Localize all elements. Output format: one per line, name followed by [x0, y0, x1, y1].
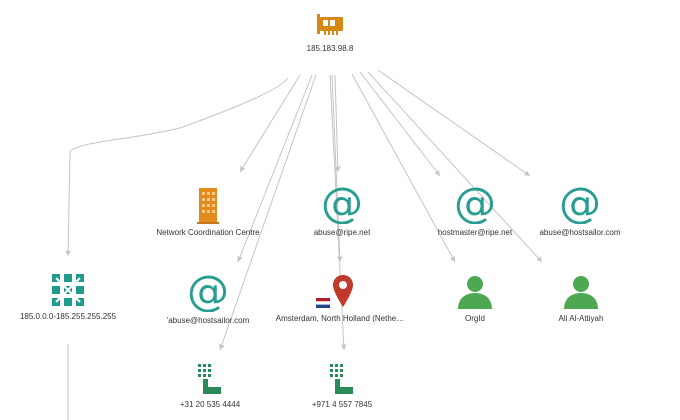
edge-ip-org-ncc-arrowhead [240, 166, 246, 172]
orgid-node[interactable]: OrgId [390, 274, 560, 323]
location-node[interactable]: Amsterdam, North Holland (Nethe… [255, 274, 425, 323]
edge-ip-netrange [67, 77, 289, 257]
netherlands-flag-icon [316, 298, 330, 308]
at-sign-icon: @ [322, 182, 362, 224]
edge-ip-phone-nl-arrowhead [219, 344, 225, 350]
map-pin-icon [333, 275, 353, 307]
email-hostsailor-label: abuse@hostsailor.com [539, 228, 621, 237]
netblock-icon [52, 274, 84, 306]
svg-text:@: @ [455, 182, 495, 224]
svg-text:@: @ [188, 270, 228, 312]
netrange-node[interactable]: 185.0.0.0-185.255.255.255 [0, 272, 153, 321]
edge-ip-email-ripe [334, 74, 339, 173]
ip-node[interactable]: 185.183.98.8 [245, 10, 415, 53]
at-sign-icon: @ [560, 182, 600, 224]
edge-ip-orgid [351, 73, 456, 263]
email-ripe-node[interactable]: @ abuse@ripe.net [257, 182, 427, 237]
edge-ip-email-hostmaster [359, 71, 441, 177]
email-hostmaster-node[interactable]: @ hostmaster@ripe.net [390, 182, 560, 237]
edge-ip-email-hostsailor-quoted-arrowhead [237, 256, 243, 262]
edge-ip-person-ali-arrowhead [536, 256, 542, 262]
svg-text:@: @ [560, 182, 600, 224]
org-ncc-node[interactable]: Network Coordination Centre [123, 186, 293, 237]
ip-label: 185.183.98.8 [306, 44, 354, 53]
edge-ip-location [331, 74, 341, 263]
edge-ip-netrange-arrowhead [65, 250, 71, 256]
person-ali-node[interactable]: Ali Al-Attiyah [496, 274, 666, 323]
person-icon [458, 276, 492, 309]
building-icon [197, 188, 219, 224]
phone-icon [330, 364, 353, 394]
edge-ip-phone-ae-arrowhead [341, 344, 347, 350]
phone-nl-node[interactable]: +31 20 535 4444 [125, 362, 295, 409]
edge-ip-orgid-arrowhead [450, 256, 455, 262]
phone-ae-label: +971 4 557 7845 [311, 400, 373, 409]
svg-text:@: @ [322, 182, 362, 224]
edge-ip-email-hostsailor-arrowhead [524, 170, 530, 176]
person-icon [564, 276, 598, 309]
network-card-icon [317, 14, 343, 35]
edge-ip-email-hostmaster-arrowhead [434, 170, 440, 176]
edge-ip-person-ali [367, 71, 543, 263]
email-hostsailor-node[interactable]: @ abuse@hostsailor.com [495, 182, 665, 237]
at-sign-icon: @ [188, 270, 228, 312]
edge-ip-org-ncc [239, 74, 301, 173]
edge-ip-phone-nl [219, 74, 317, 351]
at-sign-icon: @ [455, 182, 495, 224]
phone-icon [198, 364, 221, 394]
email-hostsailor-quoted-node[interactable]: @ 'abuse@hostsailor.com [123, 270, 293, 325]
phone-ae-node[interactable]: +971 4 557 7845 [257, 362, 427, 409]
person-ali-label: Ali Al-Attiyah [558, 314, 604, 323]
edge-ip-email-hostsailor [377, 69, 531, 177]
edge-ip-email-hostsailor-quoted [237, 74, 313, 263]
